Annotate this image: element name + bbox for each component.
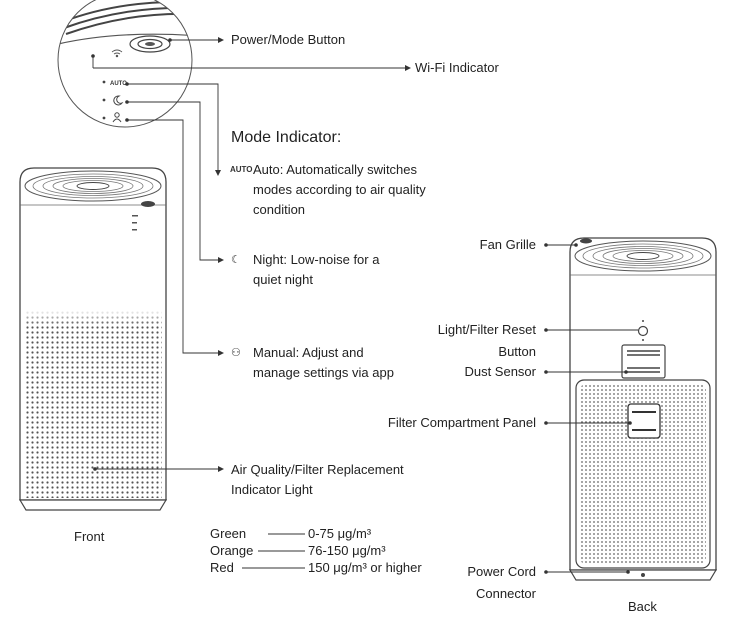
manual-mode-description: Manual: Adjust and manage settings via a… (253, 345, 394, 380)
level-color: Red (210, 560, 234, 575)
power-mode-button-label: Power/Mode Button (231, 32, 346, 47)
mode-indicator-heading: Mode Indicator: (231, 129, 342, 146)
auto-icon: AUTO (110, 81, 127, 87)
dust-sensor-label: Dust Sensor (464, 364, 536, 379)
moon-icon (113, 95, 124, 106)
air-quality-light-label: Air Quality/Filter Replacement Indicator… (231, 462, 404, 497)
front-caption: Front (74, 529, 105, 544)
control-panel-zoom: AUTO (57, 0, 193, 128)
purifier-front (18, 167, 168, 511)
purifier-back (568, 237, 718, 581)
person-icon (112, 112, 122, 123)
back-caption: Back (628, 599, 657, 614)
level-color: Orange (210, 543, 254, 558)
light-filter-reset-label: Light/Filter Reset Button (437, 322, 536, 359)
level-range: 150 μg/m³ or higher (308, 560, 422, 575)
power-cord-connector-label: Power Cord Connector (467, 564, 536, 601)
wifi-icon (111, 49, 123, 58)
leader-lines (92, 39, 638, 573)
level-range: 0-75 μg/m³ (308, 526, 372, 541)
auto-icon: AUTO (230, 165, 253, 174)
fan-grille-label: Fan Grille (479, 237, 536, 252)
night-mode-description: Night: Low-noise for a quiet night (253, 252, 380, 287)
moon-icon: ☾ (231, 254, 241, 266)
leader-endpoints (91, 37, 632, 574)
level-range: 76-150 μg/m³ (308, 543, 386, 558)
wifi-indicator-label: Wi-Fi Indicator (415, 60, 499, 75)
auto-mode-description: Auto: Automatically switches modes accor… (253, 162, 426, 217)
level-color: Green (210, 526, 247, 541)
filter-compartment-panel-label: Filter Compartment Panel (387, 415, 536, 430)
person-icon: ⚇ (231, 347, 241, 359)
